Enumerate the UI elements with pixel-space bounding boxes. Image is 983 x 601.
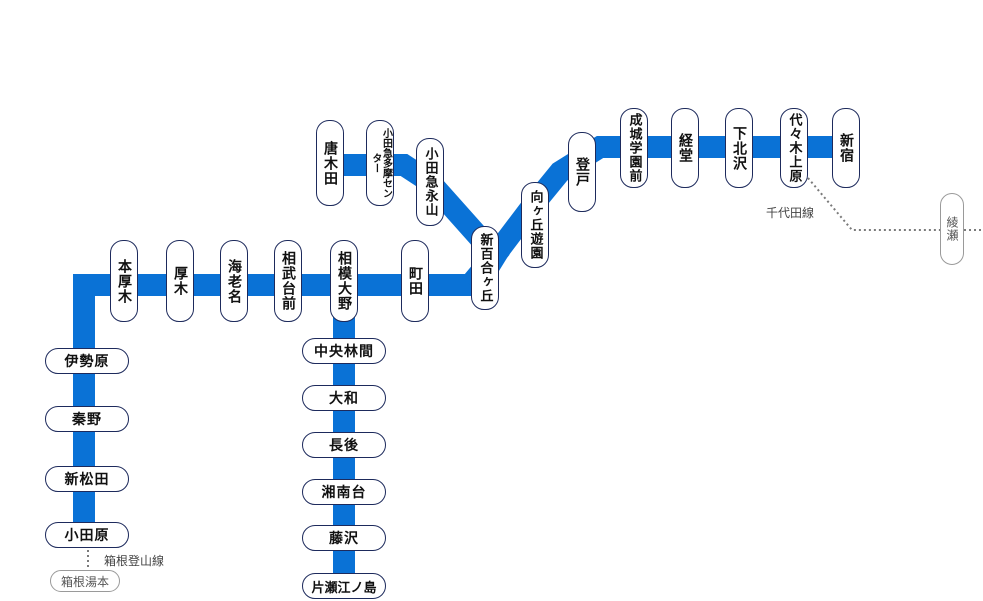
station-noborito[interactable]: 登戸	[568, 132, 596, 212]
station-karakida[interactable]: 唐木田	[316, 120, 344, 206]
odawara-line-main	[73, 136, 860, 530]
station-shin-matsuda[interactable]: 新松田	[45, 466, 129, 492]
station-yoyogi-uehara[interactable]: 代々木上原	[780, 108, 808, 188]
station-shin-yurigaoka[interactable]: 新百合ヶ丘	[471, 226, 499, 310]
station-ebina[interactable]: 海老名	[220, 240, 248, 322]
station-shimokitazawa[interactable]: 下北沢	[725, 108, 753, 188]
station-shinjuku[interactable]: 新宿	[832, 108, 860, 188]
station-hon-atsugi[interactable]: 本厚木	[110, 240, 138, 322]
station-machida[interactable]: 町田	[401, 240, 429, 322]
station-odakyu-tama-center[interactable]: 小田急多摩センター	[366, 120, 394, 206]
station-hadano[interactable]: 秦野	[45, 406, 129, 432]
station-katase-enoshima[interactable]: 片瀬江ノ島	[302, 573, 386, 599]
station-seijogakuen-mae[interactable]: 成城学園前	[620, 108, 648, 188]
station-atsugi[interactable]: 厚木	[166, 240, 194, 322]
station-ayase[interactable]: 綾瀬	[940, 193, 964, 265]
station-odawara[interactable]: 小田原	[45, 522, 129, 548]
station-sobudaimae[interactable]: 相武台前	[274, 240, 302, 322]
station-chogo[interactable]: 長後	[302, 432, 386, 458]
station-chuo-rinkan[interactable]: 中央林間	[302, 338, 386, 364]
station-sagami-ono[interactable]: 相模大野	[330, 240, 358, 322]
station-isehara[interactable]: 伊勢原	[45, 348, 129, 374]
station-odakyu-nagayama[interactable]: 小田急永山	[416, 138, 444, 226]
station-fujisawa[interactable]: 藤沢	[302, 525, 386, 551]
station-mukogaoka-yuen[interactable]: 向ヶ丘遊園	[521, 182, 549, 268]
station-yamato[interactable]: 大和	[302, 385, 386, 411]
station-hakone-yumoto[interactable]: 箱根湯本	[50, 570, 120, 592]
chiyoda-line-connector	[807, 177, 940, 231]
station-shonandai[interactable]: 湘南台	[302, 479, 386, 505]
chiyoda-line-label: 千代田線	[766, 206, 815, 220]
hakone-tozan-line-label: 箱根登山線	[104, 554, 165, 568]
station-kyodo[interactable]: 経堂	[671, 108, 699, 188]
